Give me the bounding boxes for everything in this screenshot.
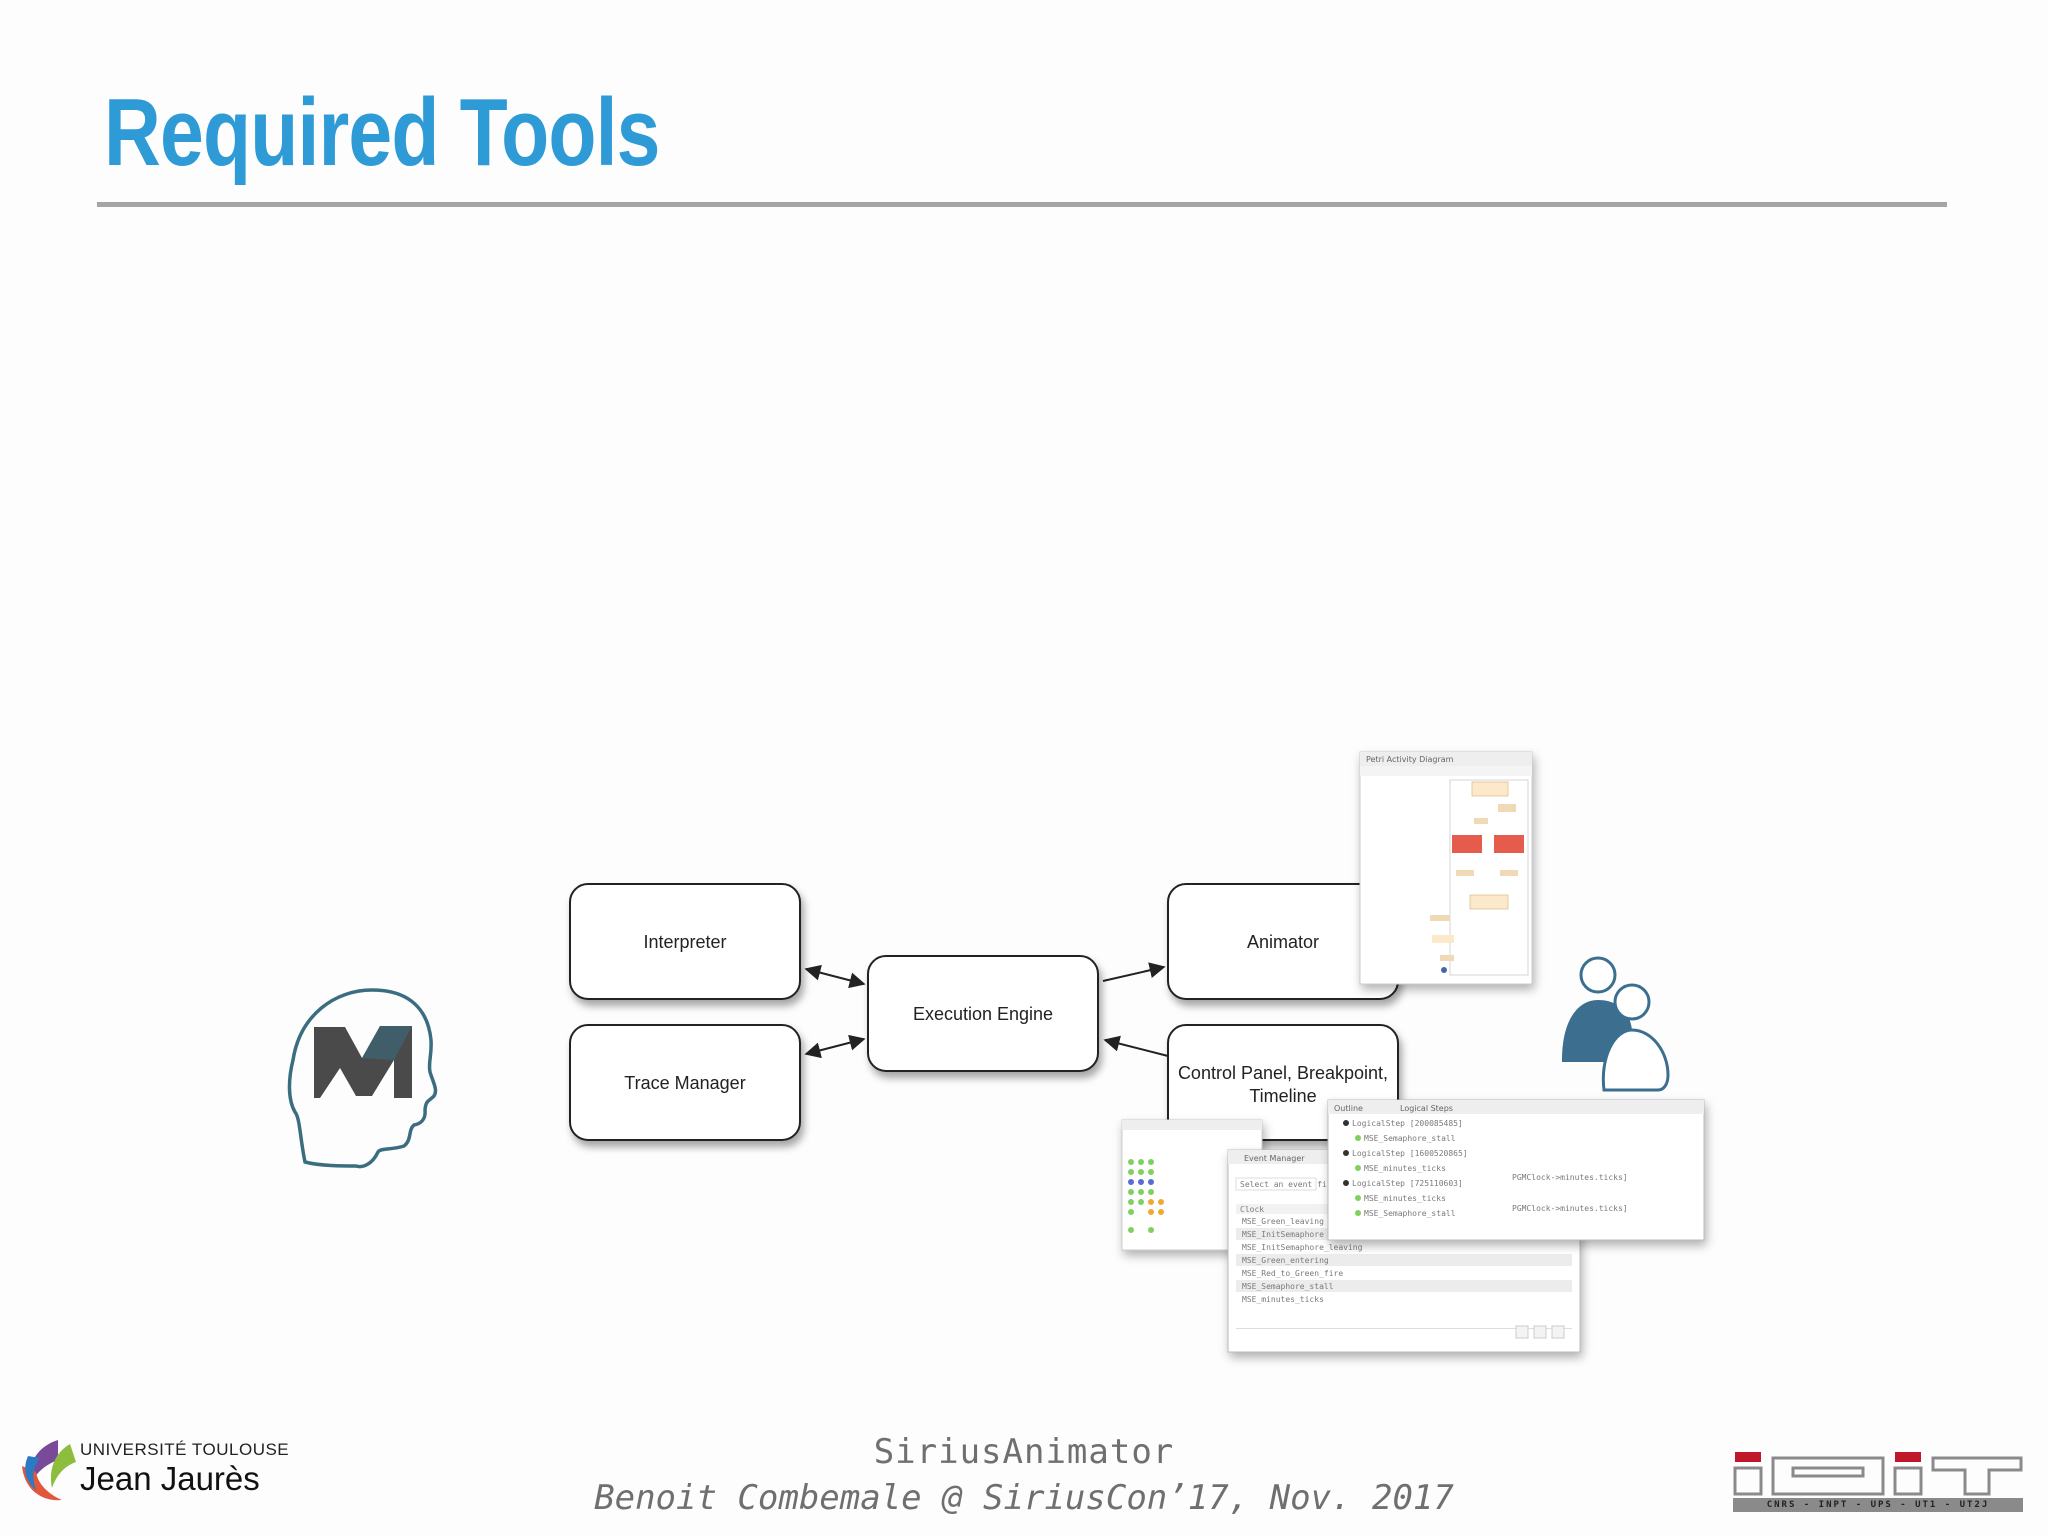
- node-execution-engine-label: Execution Engine: [913, 1004, 1053, 1024]
- step-icon: [1343, 1120, 1349, 1126]
- irit-caption: CNRS - INPT - UPS - UT1 - UT2J: [1733, 1498, 2023, 1512]
- step-icon: [1343, 1150, 1349, 1156]
- footer-title: SiriusAnimator: [873, 1432, 1175, 1472]
- university-name-line2: Jean Jaurès: [80, 1460, 260, 1497]
- node-animator: Animator: [1167, 883, 1399, 1000]
- node-trace-manager-label: Trace Manager: [624, 1073, 745, 1093]
- logical-steps-tab: Logical Steps: [1400, 1104, 1453, 1113]
- university-logo-mark: [22, 1440, 76, 1501]
- arrow-engine-animator: [1102, 962, 1166, 982]
- event-icon: [1355, 1135, 1361, 1141]
- node-interpreter: Interpreter: [569, 883, 801, 1000]
- event-filter-placeholder: Select an event filter: [1240, 1180, 1346, 1189]
- event-row[interactable]: MSE_InitSemaphore_leaving: [1242, 1243, 1363, 1252]
- event-icon: [1355, 1210, 1361, 1216]
- logical-step-row[interactable]: LogicalStep [200085485]: [1352, 1119, 1463, 1128]
- event-column-clock: Clock: [1240, 1205, 1264, 1214]
- event-row[interactable]: MSE_Semaphore_stall: [1242, 1282, 1334, 1291]
- irit-logo-mark: [1733, 1452, 2023, 1496]
- arrow-controlpanel-engine: [1103, 1035, 1169, 1057]
- users-icon: [1562, 956, 1670, 1092]
- outline-tab: Outline: [1334, 1104, 1363, 1113]
- clock-value-2: PGMClock->minutes.ticks]: [1512, 1204, 1628, 1213]
- event-manager-tab: Event Manager: [1244, 1154, 1305, 1163]
- arrow-interpreter-engine: [804, 964, 866, 989]
- animator-screenshot-tab: Petri Activity Diagram: [1366, 755, 1454, 764]
- control-panel-screenshot: Event Manager Select an event filter Clo…: [1121, 1099, 1705, 1353]
- animator-screenshot: Petri Activity Diagram: [1359, 751, 1533, 985]
- node-control-panel-label-1: Control Panel, Breakpoint,: [1178, 1063, 1388, 1083]
- node-trace-manager: Trace Manager: [569, 1024, 801, 1141]
- logical-step-row[interactable]: LogicalStep [725110603]: [1352, 1179, 1463, 1188]
- event-row[interactable]: MSE_Red_to_Green_fire: [1242, 1269, 1343, 1278]
- event-row[interactable]: MSE_Green_entering: [1242, 1256, 1329, 1265]
- node-animator-label: Animator: [1247, 932, 1319, 952]
- event-row-stripe: [1236, 1254, 1572, 1266]
- event-icon: [1355, 1165, 1361, 1171]
- logical-step-row[interactable]: MSE_Semaphore_stall: [1364, 1209, 1456, 1218]
- slide-title: Required Tools: [104, 79, 660, 186]
- irit-logo: CNRS - INPT - UPS - UT1 - UT2J: [1733, 1450, 2023, 1514]
- logical-step-row[interactable]: MSE_minutes_ticks: [1364, 1194, 1446, 1203]
- logical-step-row[interactable]: LogicalStep [1600520865]: [1352, 1149, 1468, 1158]
- clock-value-1: PGMClock->minutes.ticks]: [1512, 1173, 1628, 1182]
- logical-step-row[interactable]: MSE_minutes_ticks: [1364, 1164, 1446, 1173]
- event-icon: [1355, 1195, 1361, 1201]
- event-row[interactable]: MSE_InitSemaphore: [1242, 1230, 1324, 1239]
- logical-step-row[interactable]: MSE_Semaphore_stall: [1364, 1134, 1456, 1143]
- node-interpreter-label: Interpreter: [643, 932, 726, 952]
- event-row-stripe: [1236, 1280, 1572, 1292]
- modeler-head-icon: [287, 988, 438, 1169]
- university-name-line1: UNIVERSITÉ TOULOUSE: [80, 1440, 290, 1459]
- arrow-trace-engine: [804, 1034, 866, 1059]
- event-row[interactable]: MSE_minutes_ticks: [1242, 1295, 1324, 1304]
- university-logo: UNIVERSITÉ TOULOUSE Jean Jaurès: [18, 1436, 318, 1516]
- title-divider: [97, 202, 1947, 207]
- node-control-panel-label-2: Timeline: [1249, 1086, 1316, 1106]
- footer-subtitle: Benoit Combemale @ SiriusCon’17, Nov. 20…: [594, 1478, 1454, 1518]
- event-row[interactable]: MSE_Green_leaving: [1242, 1217, 1324, 1226]
- step-icon: [1343, 1180, 1349, 1186]
- node-execution-engine: Execution Engine: [867, 955, 1099, 1072]
